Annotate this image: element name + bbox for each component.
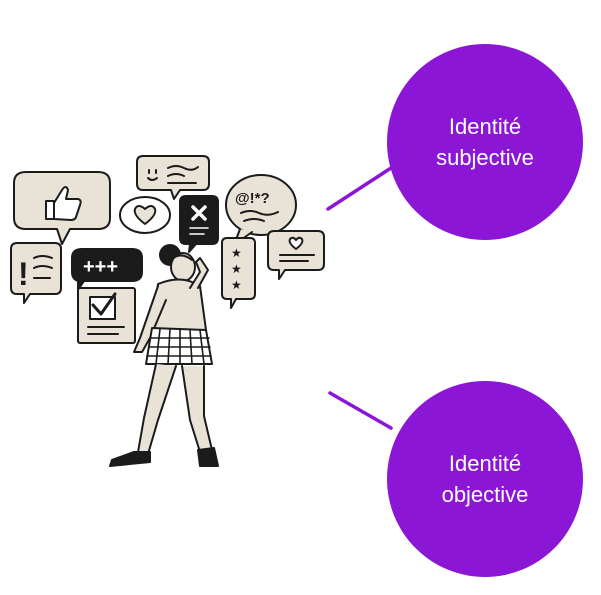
bubble-glyph-symbols: @!*? [235,190,270,207]
heart-icon [133,205,157,225]
checklist-card [77,287,136,344]
bubble-glyph-exclamation: ! [18,256,29,292]
node-label-line1: Identité [448,114,522,139]
bubble-glyph-plus: +++ [83,256,118,278]
node-identite-subjective: Identité subjective [387,44,583,240]
plus-bubble: +++ [71,248,143,291]
heart-bubble [119,196,171,234]
thumbs-up-bubble [13,171,111,245]
heart-lines-bubble [267,230,325,280]
exclamation-bubble: ! [10,242,62,304]
person-figure [109,244,219,467]
smiley-bubble [136,155,210,200]
star-icon: ★ [231,262,242,276]
x-mark-bubble [179,195,219,253]
person-with-speech-bubbles-illustration: @!*? ! +++ ★ ★ ★ [10,155,325,467]
heart-icon [288,236,304,250]
node-identite-objective: Identité objective [387,381,583,577]
node-label-line1: Identité [448,451,522,476]
node-label-line2: subjective [436,145,534,170]
close-icon [191,205,207,221]
checkmark-icon [91,292,117,316]
connector-line-objective [328,391,393,430]
thumbs-up-icon [45,186,82,221]
connector-line-subjective [326,166,393,211]
stars-bubble: ★ ★ ★ [221,237,256,309]
star-icon: ★ [231,278,242,292]
node-label-line2: objective [441,482,529,507]
star-icon: ★ [231,246,242,260]
